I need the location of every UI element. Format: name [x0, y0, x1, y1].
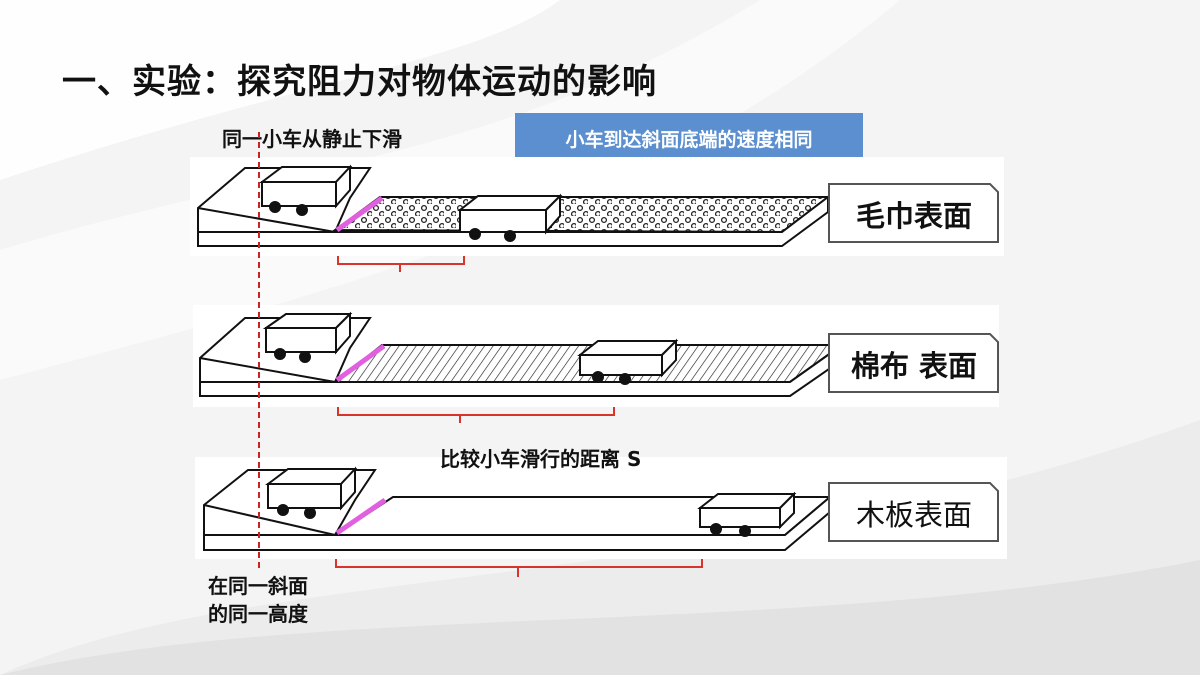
surface-label-cotton: 棉布 表面 — [850, 348, 978, 383]
car-cotton-end — [577, 338, 679, 385]
page-title: 一、实验：探究阻力对物体运动的影响 — [62, 62, 657, 102]
compare-distance-label: 比较小车滑行的距离 S — [440, 447, 642, 471]
speed-callout: 小车到达斜面底端的速度相同 — [515, 113, 863, 163]
bracket-wood — [335, 559, 703, 577]
track-wood — [203, 466, 833, 551]
surface-frame-wood — [828, 482, 999, 542]
car-cotton-start — [262, 311, 353, 363]
car-wood-start — [265, 466, 358, 519]
bottom-note-line1: 在同一斜面 — [208, 574, 308, 598]
surface-frame-cotton — [828, 333, 999, 393]
top-note: 同一小车从静止下滑 — [222, 127, 402, 151]
surface-frame-towel — [828, 183, 999, 243]
track-cotton — [199, 311, 846, 397]
car-towel-end — [457, 193, 563, 242]
incline-mark-towel — [335, 195, 384, 233]
incline-mark-cotton — [335, 343, 386, 383]
bracket-towel — [337, 256, 465, 272]
surface-label-wood: 木板表面 — [855, 497, 972, 532]
incline-mark-wood — [335, 497, 387, 536]
car-wood-end — [697, 491, 797, 537]
car-towel-start — [259, 164, 353, 216]
track-towel — [197, 164, 831, 247]
bottom-note-line2: 的同一高度 — [208, 602, 308, 626]
surface-label-towel: 毛巾表面 — [855, 198, 972, 233]
bracket-cotton — [337, 407, 615, 423]
